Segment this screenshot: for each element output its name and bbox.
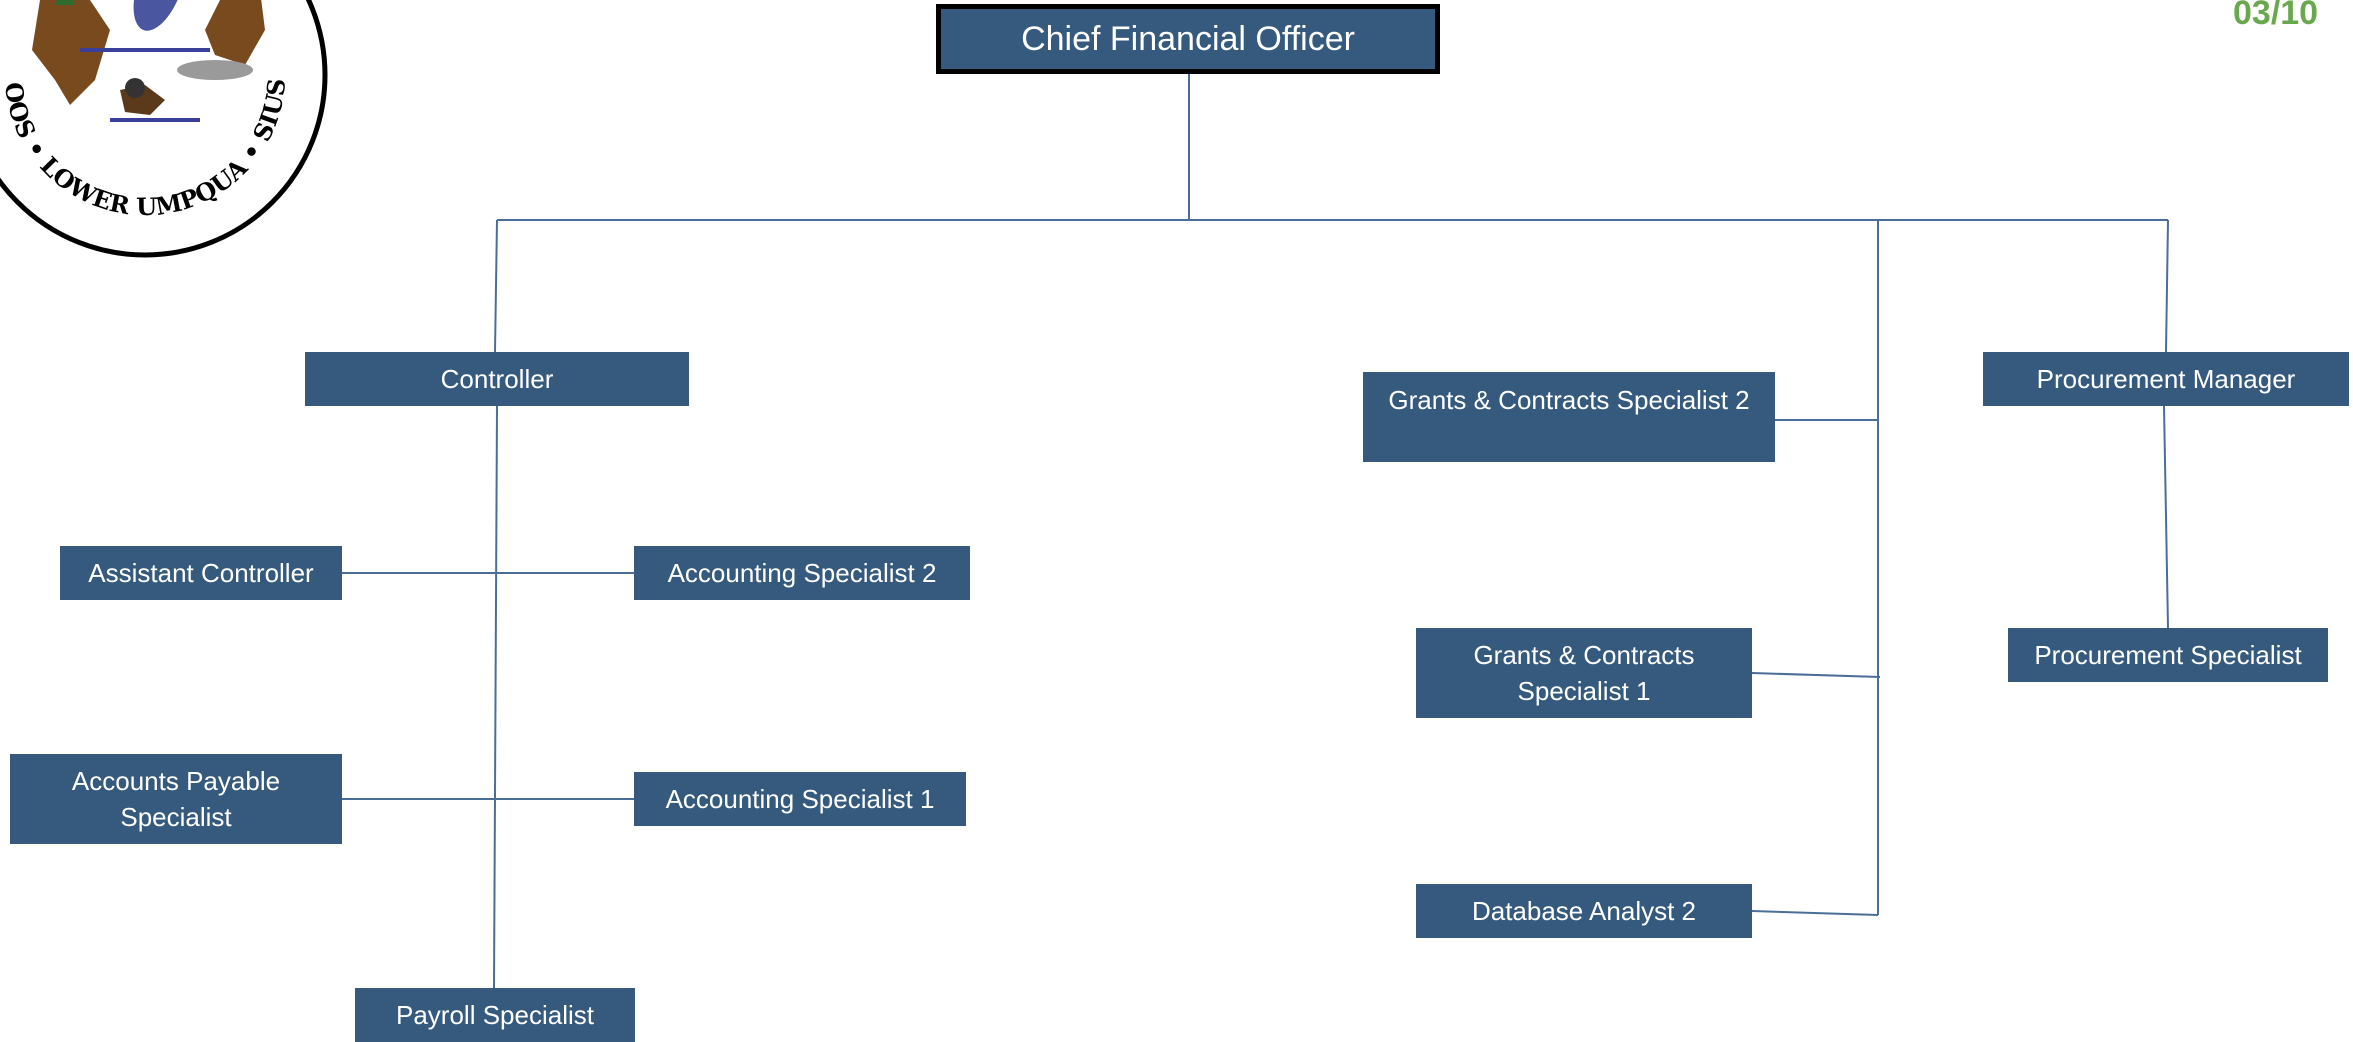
database-analyst-2-box: Database Analyst 2	[1416, 884, 1752, 938]
connector-line	[494, 219, 498, 353]
accounting-specialist-2-box: Accounting Specialist 2	[634, 546, 970, 600]
connector-line	[493, 405, 498, 989]
accounts-payable-specialist-box: Accounts Payable Specialist	[10, 754, 342, 844]
connector-line	[2163, 405, 2169, 629]
procurement-specialist-box: Procurement Specialist	[2008, 628, 2328, 682]
accounting-specialist-1-box: Accounting Specialist 1	[634, 772, 966, 826]
connector-line	[2165, 219, 2169, 353]
assistant-controller-box: Assistant Controller	[60, 546, 342, 600]
tribal-seal-logo: OF COOS • LOWER UMPQUA • SIUSLAW	[0, 0, 328, 258]
grants-contracts-specialist-1-box: Grants & Contracts Specialist 1	[1416, 628, 1752, 718]
grants-contracts-specialist-2-box: Grants & Contracts Specialist 2	[1363, 372, 1775, 462]
connector-line	[1751, 672, 1881, 678]
date-label: 03/10	[2233, 0, 2319, 32]
procurement-manager-box: Procurement Manager	[1983, 352, 2349, 406]
connector-line	[1751, 910, 1879, 916]
controller-box: Controller	[305, 352, 689, 406]
payroll-specialist-box: Payroll Specialist	[355, 988, 635, 1042]
chief-financial-officer-box: Chief Financial Officer	[936, 4, 1440, 74]
